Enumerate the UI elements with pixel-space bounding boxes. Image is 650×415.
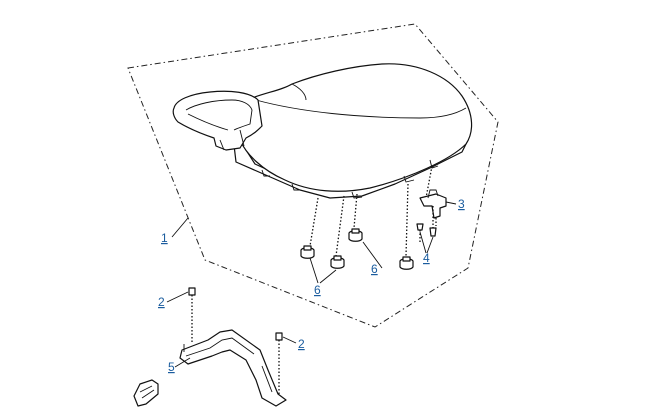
- callout-mounting-bracket[interactable]: 5: [168, 360, 175, 374]
- leader-line-6-right: [362, 241, 383, 269]
- screws-drawing: [188, 287, 283, 394]
- leader-line-2-lower: [282, 336, 297, 344]
- callout-latch-fasteners[interactable]: 4: [423, 251, 430, 265]
- clip-drawing: [133, 379, 159, 407]
- seat-assembly-drawing: [172, 63, 473, 199]
- rubber-pads-drawing: [300, 165, 433, 270]
- leader-line-6-left-b: [319, 269, 337, 284]
- leader-line-1: [171, 217, 189, 238]
- callout-seat-latch[interactable]: 3: [458, 197, 465, 211]
- leader-line-6-left-a: [309, 257, 319, 284]
- callout-seat-assembly[interactable]: 1: [161, 231, 168, 245]
- leader-line-2-upper: [166, 291, 189, 303]
- callout-screw-upper[interactable]: 2: [158, 295, 165, 309]
- callout-rubber-pads-right[interactable]: 6: [371, 262, 378, 276]
- callout-screw-lower[interactable]: 2: [298, 337, 305, 351]
- mounting-bracket-drawing: [179, 329, 287, 407]
- leader-line-5: [174, 357, 191, 368]
- leader-line-3: [445, 201, 457, 205]
- seat-latch-drawing: [416, 189, 447, 242]
- assembly-boundary-outline: [127, 23, 499, 328]
- leader-line-4a: [419, 231, 427, 254]
- callout-rubber-pads-left[interactable]: 6: [314, 283, 321, 297]
- leader-line-4b: [426, 236, 434, 254]
